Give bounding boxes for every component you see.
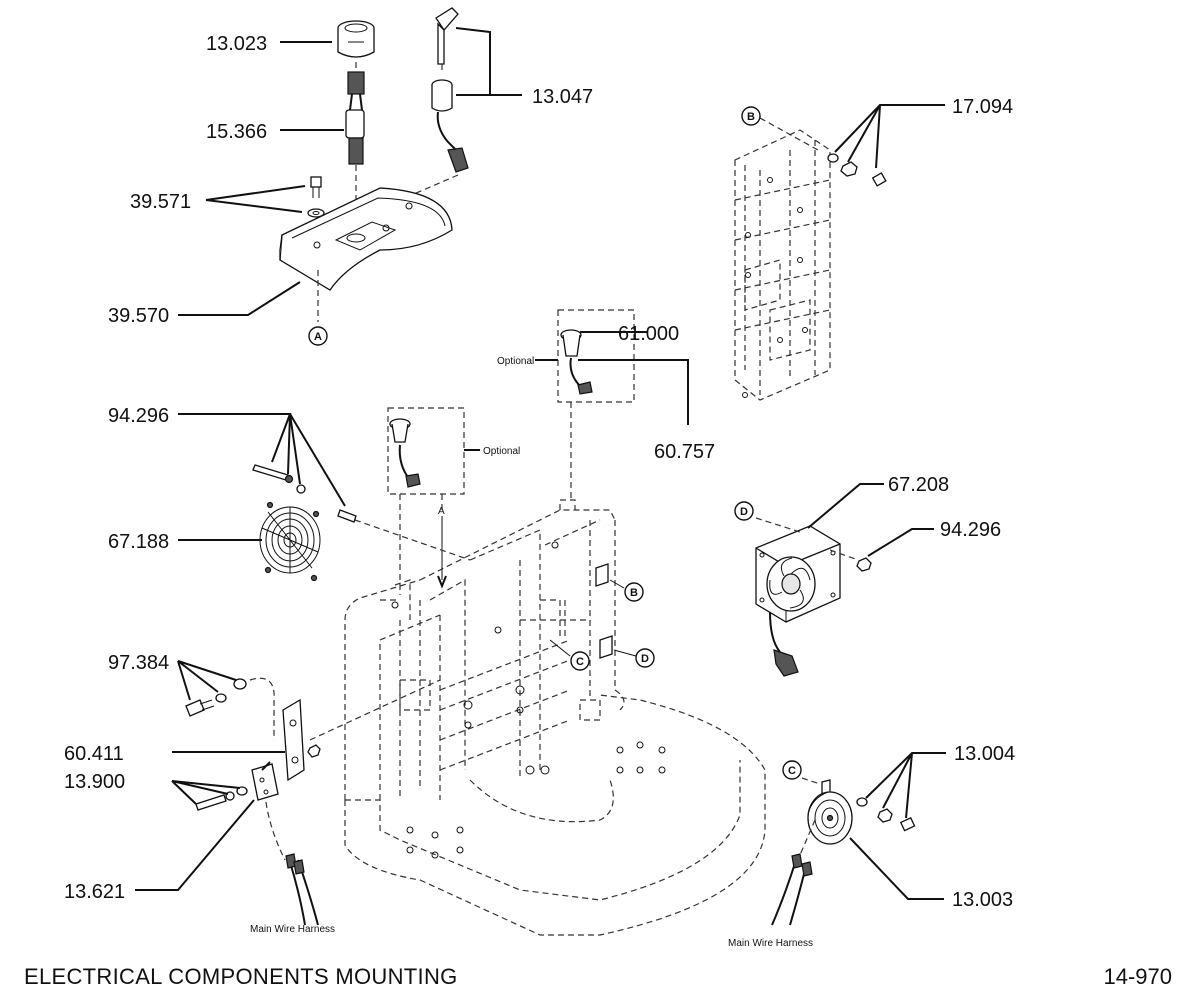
marker-d-fan: D	[734, 501, 754, 521]
hour-meter-icon	[337, 20, 375, 58]
note-optional-mid: Optional	[483, 446, 520, 457]
callout-94296-right: 94.296	[940, 519, 1001, 541]
callout-13900: 13.900	[64, 771, 125, 793]
callout-13004: 13.004	[954, 743, 1015, 765]
screw-icon	[195, 794, 227, 811]
washer-icon	[215, 678, 247, 703]
marker-d-frame: D	[635, 648, 655, 668]
callout-94296-left: 94.296	[108, 405, 169, 427]
callout-39571: 39.571	[130, 191, 191, 213]
callout-60411: 60.411	[64, 743, 124, 765]
note-arrow-a: A	[438, 506, 445, 517]
wire-harness-icon	[345, 71, 365, 165]
callout-67188: 67.188	[108, 531, 169, 553]
note-harness-right: Main Wire Harness	[728, 938, 813, 949]
washer-icon	[284, 474, 306, 494]
page-number: 14-970	[1103, 964, 1172, 989]
bracket-icon	[734, 129, 831, 401]
callout-17094: 17.094	[952, 96, 1013, 118]
washer-icon	[856, 797, 868, 807]
bracket-icon	[595, 563, 613, 659]
callout-97384: 97.384	[108, 652, 169, 674]
bracket-icon	[282, 698, 305, 782]
callout-labels: 13.023 13.047 15.366 39.571 39.570 17.09…	[64, 33, 1015, 911]
marker-c-frame: C	[570, 651, 590, 671]
notes: Optional Optional A Main Wire Harness Ma…	[250, 356, 813, 949]
microswitch-icon	[251, 761, 279, 801]
screw-icon	[185, 699, 215, 717]
callout-13003: 13.003	[952, 889, 1013, 911]
nut-icon	[307, 744, 321, 758]
washer-icon	[225, 786, 248, 801]
svg-text:B: B	[630, 587, 638, 599]
leader-lines	[135, 27, 946, 900]
svg-text:B: B	[747, 111, 755, 123]
svg-text:A: A	[314, 331, 322, 343]
callout-60757: 60.757	[654, 441, 715, 463]
cover-plate-icon	[279, 187, 453, 291]
callout-39570: 39.570	[108, 305, 169, 327]
marker-a: A	[308, 326, 328, 346]
callout-13621: 13.621	[64, 881, 125, 903]
washer-icon	[307, 208, 325, 218]
washer-icon	[827, 153, 839, 163]
callout-61000: 61.000	[618, 323, 679, 345]
screw-icon	[871, 172, 887, 187]
nut-icon	[877, 808, 893, 823]
screw-icon	[310, 176, 322, 198]
optional-box-mid	[387, 407, 465, 495]
svg-text:D: D	[740, 506, 748, 518]
key-switch-icon	[431, 7, 469, 173]
callout-13047: 13.047	[532, 86, 593, 108]
marker-b-top: B	[741, 106, 761, 126]
frame-icon	[344, 499, 766, 936]
marker-c-horn: C	[782, 760, 802, 780]
fan-icon	[755, 525, 841, 677]
diagram-title: ELECTRICAL COMPONENTS MOUNTING	[24, 964, 458, 989]
callout-13023: 13.023	[206, 33, 267, 55]
callout-67208: 67.208	[888, 474, 949, 496]
nut-icon	[840, 161, 858, 177]
nut-icon	[856, 557, 872, 572]
screw-icon	[899, 816, 916, 832]
svg-text:C: C	[576, 656, 584, 668]
svg-text:D: D	[641, 653, 649, 665]
spacer-icon	[337, 509, 357, 523]
horn-icon	[807, 779, 853, 845]
note-harness-left: Main Wire Harness	[250, 924, 335, 935]
callout-15366: 15.366	[206, 121, 267, 143]
screw-icon	[252, 464, 289, 481]
optional-box-top	[557, 309, 635, 403]
fan-guard-icon	[259, 501, 321, 582]
svg-text:C: C	[788, 765, 796, 777]
marker-b-frame: B	[624, 582, 644, 602]
note-optional-top: Optional	[497, 356, 534, 367]
